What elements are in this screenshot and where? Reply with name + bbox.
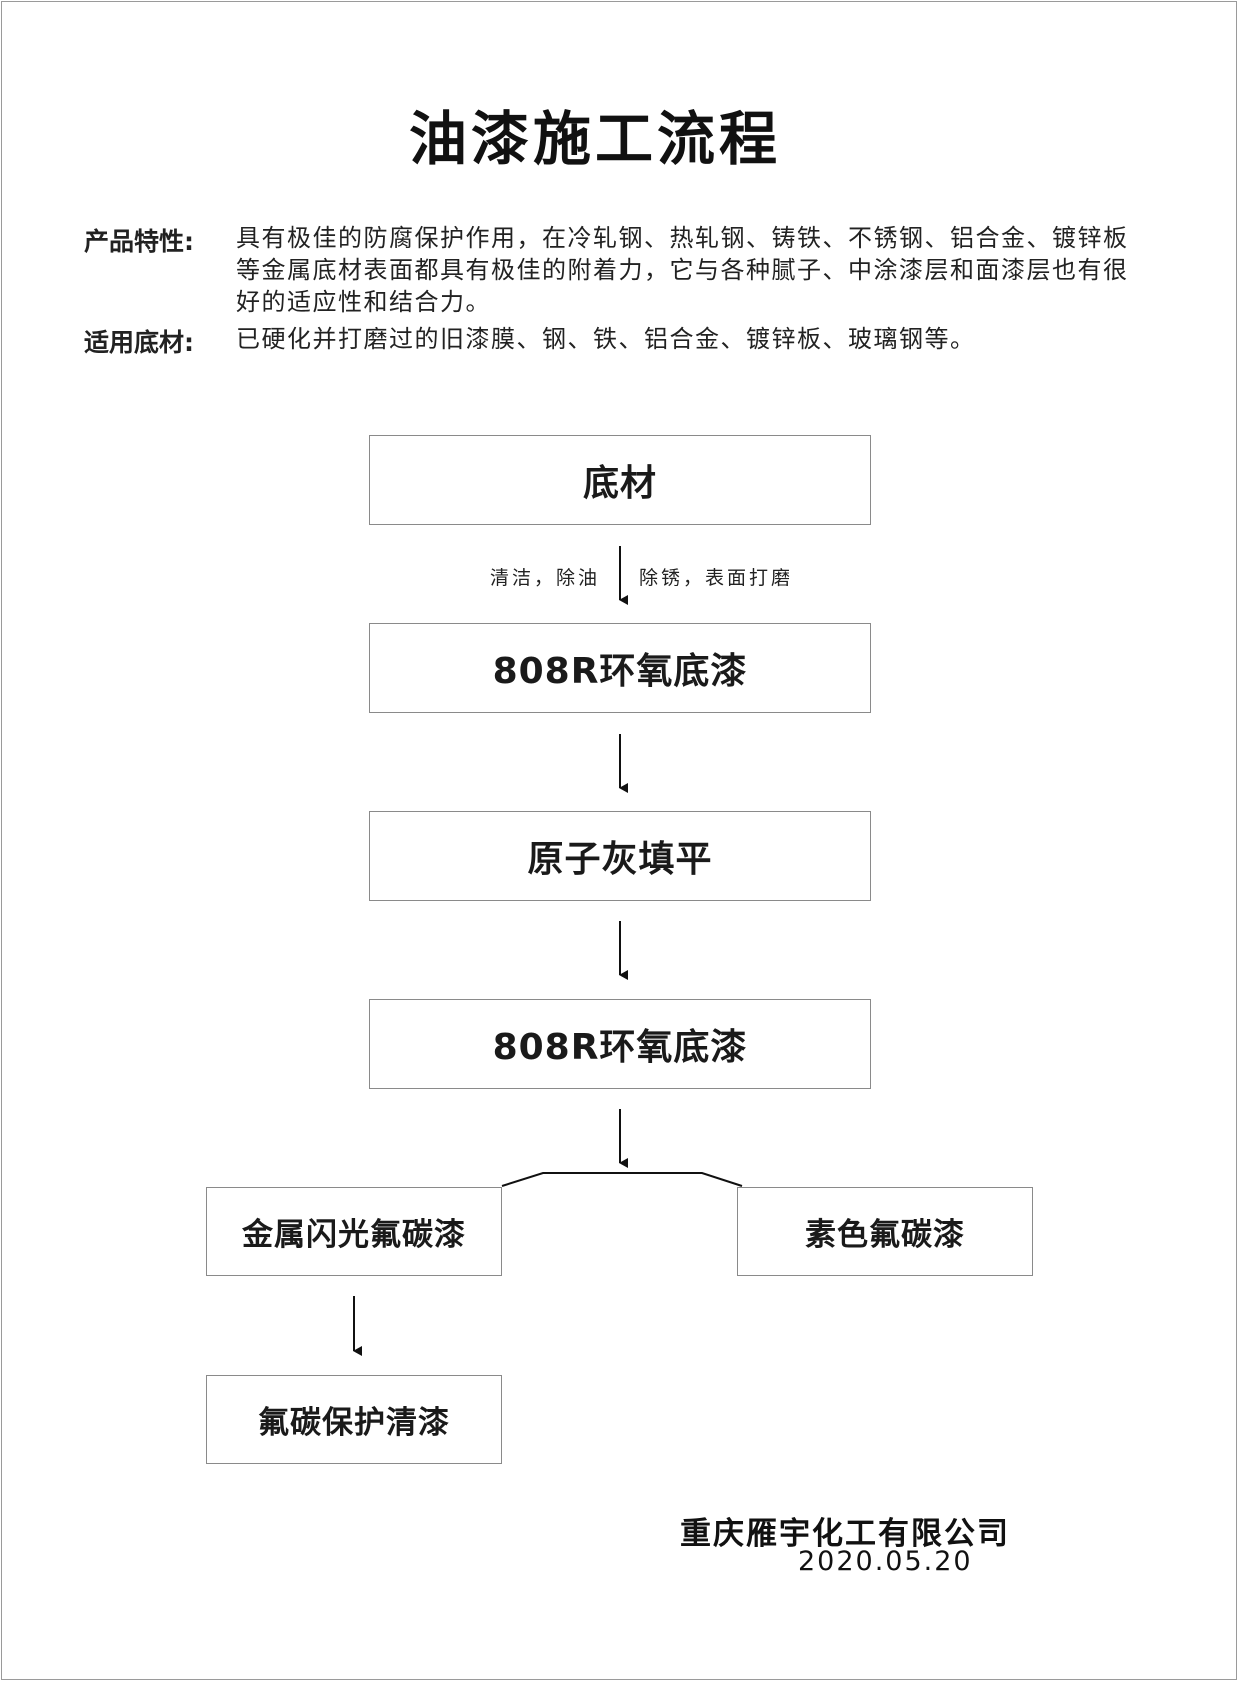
flow-step-epoxy-primer-2: 808R环氧底漆 <box>369 999 871 1089</box>
product-properties-text: 具有极佳的防腐保护作用，在冷轧钢、热轧钢、铸铁、不锈钢、铝合金、镀锌板 等金属底… <box>236 222 1166 318</box>
product-properties-line: 具有极佳的防腐保护作用，在冷轧钢、热轧钢、铸铁、不锈钢、铝合金、镀锌板 <box>236 224 1129 252</box>
applicable-substrate-label: 适用底材: <box>84 328 194 357</box>
product-properties-line: 等金属底材表面都具有极佳的附着力，它与各种腻子、中涂漆层和面漆层也有很 <box>236 256 1129 284</box>
flow-step-substrate: 底材 <box>369 435 871 525</box>
branch-connector <box>501 1172 743 1187</box>
flow-branch-solid-fluorocarbon: 素色氟碳漆 <box>737 1187 1033 1276</box>
flow-branch-metallic-fluorocarbon: 金属闪光氟碳漆 <box>206 1187 502 1276</box>
product-properties-line: 好的适应性和结合力。 <box>236 288 491 316</box>
flow-step-putty-fill: 原子灰填平 <box>369 811 871 901</box>
flow-step-fluorocarbon-clearcoat: 氟碳保护清漆 <box>206 1375 502 1464</box>
flow-note-clean-degrease: 清洁，除油 <box>490 567 601 589</box>
document-date: 2020.05.20 <box>798 1546 973 1577</box>
page-title: 油漆施工流程 <box>408 105 781 173</box>
flow-note-derust-sand: 除锈，表面打磨 <box>639 567 794 589</box>
company-name: 重庆雁宇化工有限公司 <box>680 1516 1010 1552</box>
flow-step-epoxy-primer-1: 808R环氧底漆 <box>369 623 871 713</box>
applicable-substrate-text: 已硬化并打磨过的旧漆膜、钢、铁、铝合金、镀锌板、玻璃钢等。 <box>236 325 976 353</box>
product-properties-label: 产品特性: <box>84 227 194 256</box>
